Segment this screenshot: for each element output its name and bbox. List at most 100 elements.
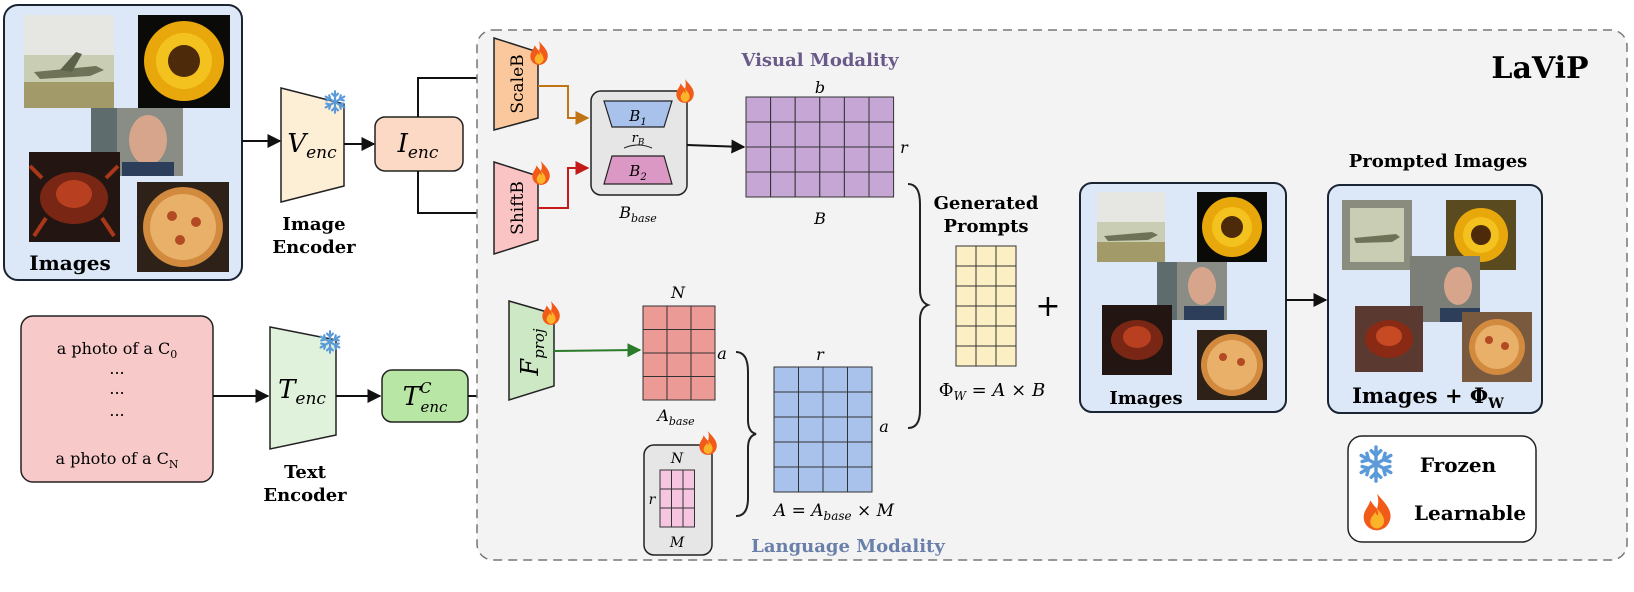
image-encoder-caption-2: Encoder <box>272 237 356 258</box>
prompt-first: a photo of a C0 <box>57 339 177 361</box>
matrix-b-cell <box>819 96 845 123</box>
matrix-m-cell <box>682 469 695 490</box>
matrix-a-cell <box>798 441 824 468</box>
matrix-a-cell <box>847 441 873 468</box>
matrix-a-cell <box>798 366 824 393</box>
photo-jet-noisy <box>1342 200 1412 270</box>
matrix-a-cell <box>822 416 848 443</box>
arrow-ienc-to-shift <box>417 171 494 220</box>
matrix-a-cell <box>847 366 873 393</box>
matrix-a-top: r <box>816 345 825 364</box>
fproj-shape <box>508 300 555 402</box>
abase-top: N <box>670 283 686 302</box>
fproj-block: Fproj <box>508 300 560 402</box>
generated-prompts-label-2: Prompts <box>943 216 1028 237</box>
scale-b-label: ScaleB <box>508 54 528 113</box>
prompted-images-title: Prompted Images <box>1349 151 1528 172</box>
matrix-prompts-cell <box>975 245 997 267</box>
rank-label: rB <box>632 131 645 148</box>
generated-prompts: Generated Prompts ΦW = A × B <box>934 193 1046 403</box>
matrix-a-cell <box>798 416 824 443</box>
photo-pizza <box>1197 330 1267 400</box>
visual-modality-label: Visual Modality <box>740 50 899 71</box>
matrix-b-cell <box>770 146 796 173</box>
abase-caption: Abase <box>655 406 695 428</box>
matrix-b-cell <box>794 171 821 198</box>
matrix-b-cell <box>868 146 895 173</box>
matrix-abase-cell <box>666 329 692 354</box>
curly-brace-prompts <box>907 183 931 429</box>
matrix-b-cell <box>745 121 772 148</box>
photo-sunflower <box>138 15 230 108</box>
matrix-abase-cell <box>642 329 668 354</box>
prompt-dots-1: ... <box>109 359 124 378</box>
matrix-a-cell <box>822 466 848 493</box>
matrix-a-cell <box>773 391 799 418</box>
matrix-b-cell <box>819 146 845 173</box>
bbase-block: B1 rB B2 Bbase <box>590 79 694 225</box>
fproj-label: Fproj <box>516 328 548 376</box>
matrix-prompts-cell <box>955 325 977 347</box>
venc-label: Venc <box>287 129 337 163</box>
matrix-prompts-cell <box>975 265 997 287</box>
matrix-prompts-cell <box>995 285 1017 307</box>
rank-brace <box>623 144 653 149</box>
matrix-b-cell <box>819 121 845 148</box>
matrix-prompts-cell <box>955 345 977 367</box>
matrix-abase-cell <box>690 329 716 354</box>
matrix-a-cell <box>822 366 848 393</box>
matrix-b-cell <box>794 96 821 123</box>
text-encoder-caption-1: Text <box>284 462 327 483</box>
matrix-a-cell <box>773 441 799 468</box>
images-panel: Images <box>3 4 243 281</box>
matrix-abase: N a Abase <box>642 283 727 428</box>
arrow-fproj-to-abase <box>553 343 642 358</box>
tenc-label: Tenc <box>278 375 326 409</box>
shift-b-label: ShiftB <box>508 181 528 235</box>
text-encoder-shape <box>269 326 337 450</box>
text-prompts-box: a photo of a C0 ... ... ... a photo of a… <box>20 315 214 483</box>
matrix-a-right: a <box>879 417 889 436</box>
b2-label: B2 <box>628 162 646 183</box>
matrix-b-cell <box>794 121 821 148</box>
arrow-scale-to-bbase <box>538 85 590 125</box>
matrix-prompts-cell <box>955 265 977 287</box>
matrix-b-cell <box>843 96 870 123</box>
matrix-prompts-cell <box>955 285 977 307</box>
matrix-m-cell <box>682 488 695 509</box>
matrix-prompts-cell <box>975 345 997 367</box>
photo-sunflower <box>1197 192 1267 262</box>
matrix-b-cell <box>868 171 895 198</box>
b2-shape <box>603 155 673 185</box>
matrix-a-cell <box>822 441 848 468</box>
matrix-abase-cell <box>642 376 668 401</box>
matrix-prompts-cell <box>975 325 997 347</box>
legend-learnable: Learnable <box>1414 501 1526 525</box>
matrix-a-cell <box>847 416 873 443</box>
legend-box <box>1347 435 1537 543</box>
matrix-b-cell <box>745 146 772 173</box>
m-top: N <box>670 451 684 467</box>
arrow-shift-to-bbase <box>538 161 590 209</box>
matrix-b-cell <box>770 171 796 198</box>
shift-b-block: ShiftB <box>493 160 550 256</box>
matrix-m-cell <box>671 507 684 528</box>
images-label: Images <box>29 251 110 275</box>
abase-right: a <box>717 344 727 363</box>
matrix-abase-cell <box>642 352 668 377</box>
photo-crab <box>1102 305 1172 375</box>
prompted-images-panel: Images + ΦW <box>1327 184 1543 414</box>
matrix-m-cell <box>671 488 684 509</box>
generated-prompts-label-1: Generated <box>934 193 1039 214</box>
photo-crab <box>28 152 120 242</box>
matrix-m-cell <box>659 507 672 528</box>
matrix-a-cell <box>847 466 873 493</box>
legend-frozen: Frozen <box>1420 453 1497 477</box>
matrix-a-cell <box>773 466 799 493</box>
images-panel-2: Images <box>1079 182 1287 413</box>
photo-pizza <box>137 182 229 272</box>
matrix-prompts-cell <box>995 325 1017 347</box>
legend: Frozen Learnable <box>1347 435 1537 543</box>
matrix-a: r a A = Abase × M <box>772 345 895 523</box>
